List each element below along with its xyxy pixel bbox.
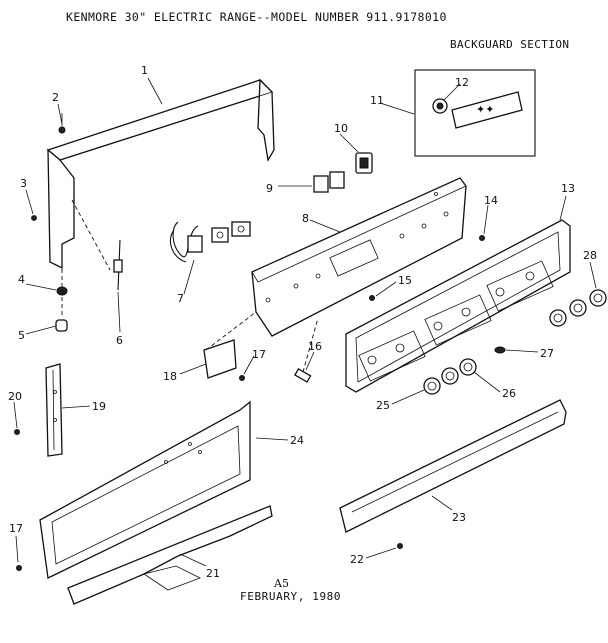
- callout-9: 9: [266, 182, 273, 195]
- page-code: A5: [274, 577, 289, 590]
- callout-13: 13: [561, 182, 575, 195]
- part-side-bracket-19: [45, 363, 63, 457]
- callout-12: 12: [455, 76, 469, 89]
- part-wire-harness-7: [169, 221, 251, 263]
- part-trim-23: [339, 399, 567, 533]
- diagram-title: KENMORE 30" ELECTRIC RANGE--MODEL NUMBER…: [66, 10, 447, 24]
- part-window-assembly-11: ✦✦: [414, 69, 536, 157]
- part-switch-9: [313, 171, 345, 193]
- part-screw-3: [31, 215, 37, 221]
- callout-8: 8: [302, 212, 309, 225]
- part-screw-17-upper: [239, 375, 245, 381]
- part-knob-28b: [569, 299, 587, 317]
- part-knob-28a: [549, 309, 567, 327]
- callout-5: 5: [18, 329, 25, 342]
- part-screw-22: [397, 543, 403, 549]
- part-screw-20: [14, 429, 20, 435]
- part-bracket-6: [113, 239, 123, 291]
- callout-6: 6: [116, 334, 123, 347]
- svg-text:✦✦: ✦✦: [476, 103, 494, 116]
- callout-27: 27: [540, 347, 554, 360]
- callout-17-lower: 17: [9, 522, 23, 535]
- callout-22: 22: [350, 553, 364, 566]
- publication-date: FEBRUARY, 1980: [240, 590, 342, 603]
- callout-14: 14: [484, 194, 498, 207]
- callout-24: 24: [290, 434, 304, 447]
- part-knob-26a: [441, 367, 459, 385]
- callout-10: 10: [334, 122, 348, 135]
- callout-18: 18: [163, 370, 177, 383]
- callout-2: 2: [52, 91, 59, 104]
- callout-28: 28: [583, 249, 597, 262]
- callout-4: 4: [18, 273, 25, 286]
- part-screw-15: [369, 295, 375, 301]
- callout-19: 19: [92, 400, 106, 413]
- part-rear-panel-24: [39, 400, 251, 579]
- callout-16: 16: [308, 340, 322, 353]
- part-switch-10: [355, 152, 373, 174]
- part-knob-25: [423, 377, 441, 395]
- callout-leaders: [13, 77, 597, 567]
- part-screw-2: [58, 113, 66, 134]
- part-clip-16: [294, 317, 319, 383]
- part-bottom-channel-21: [67, 505, 273, 605]
- callout-20: 20: [8, 390, 22, 403]
- callout-25: 25: [376, 399, 390, 412]
- part-screw-17-lower: [16, 565, 22, 571]
- part-front-panel-13: [345, 219, 571, 393]
- callout-1: 1: [141, 64, 148, 77]
- callout-15: 15: [398, 274, 412, 287]
- part-control-panel-8: [251, 177, 467, 337]
- callout-7: 7: [177, 292, 184, 305]
- callout-26: 26: [502, 387, 516, 400]
- part-indicator-27: [494, 346, 506, 354]
- part-knob-26b: [459, 358, 477, 376]
- callout-17-upper: 17: [252, 348, 266, 361]
- part-clip-5: [55, 319, 68, 332]
- callout-3: 3: [20, 177, 27, 190]
- part-lamp-12: [432, 98, 448, 114]
- part-plate-18: [203, 311, 257, 379]
- part-backguard-cover: [46, 78, 275, 270]
- callout-21: 21: [206, 567, 220, 580]
- part-knob-28c: [589, 289, 607, 307]
- section-title: BACKGUARD SECTION: [450, 38, 570, 51]
- part-screw-14: [479, 235, 485, 241]
- callout-11: 11: [370, 94, 384, 107]
- callout-23: 23: [452, 511, 466, 524]
